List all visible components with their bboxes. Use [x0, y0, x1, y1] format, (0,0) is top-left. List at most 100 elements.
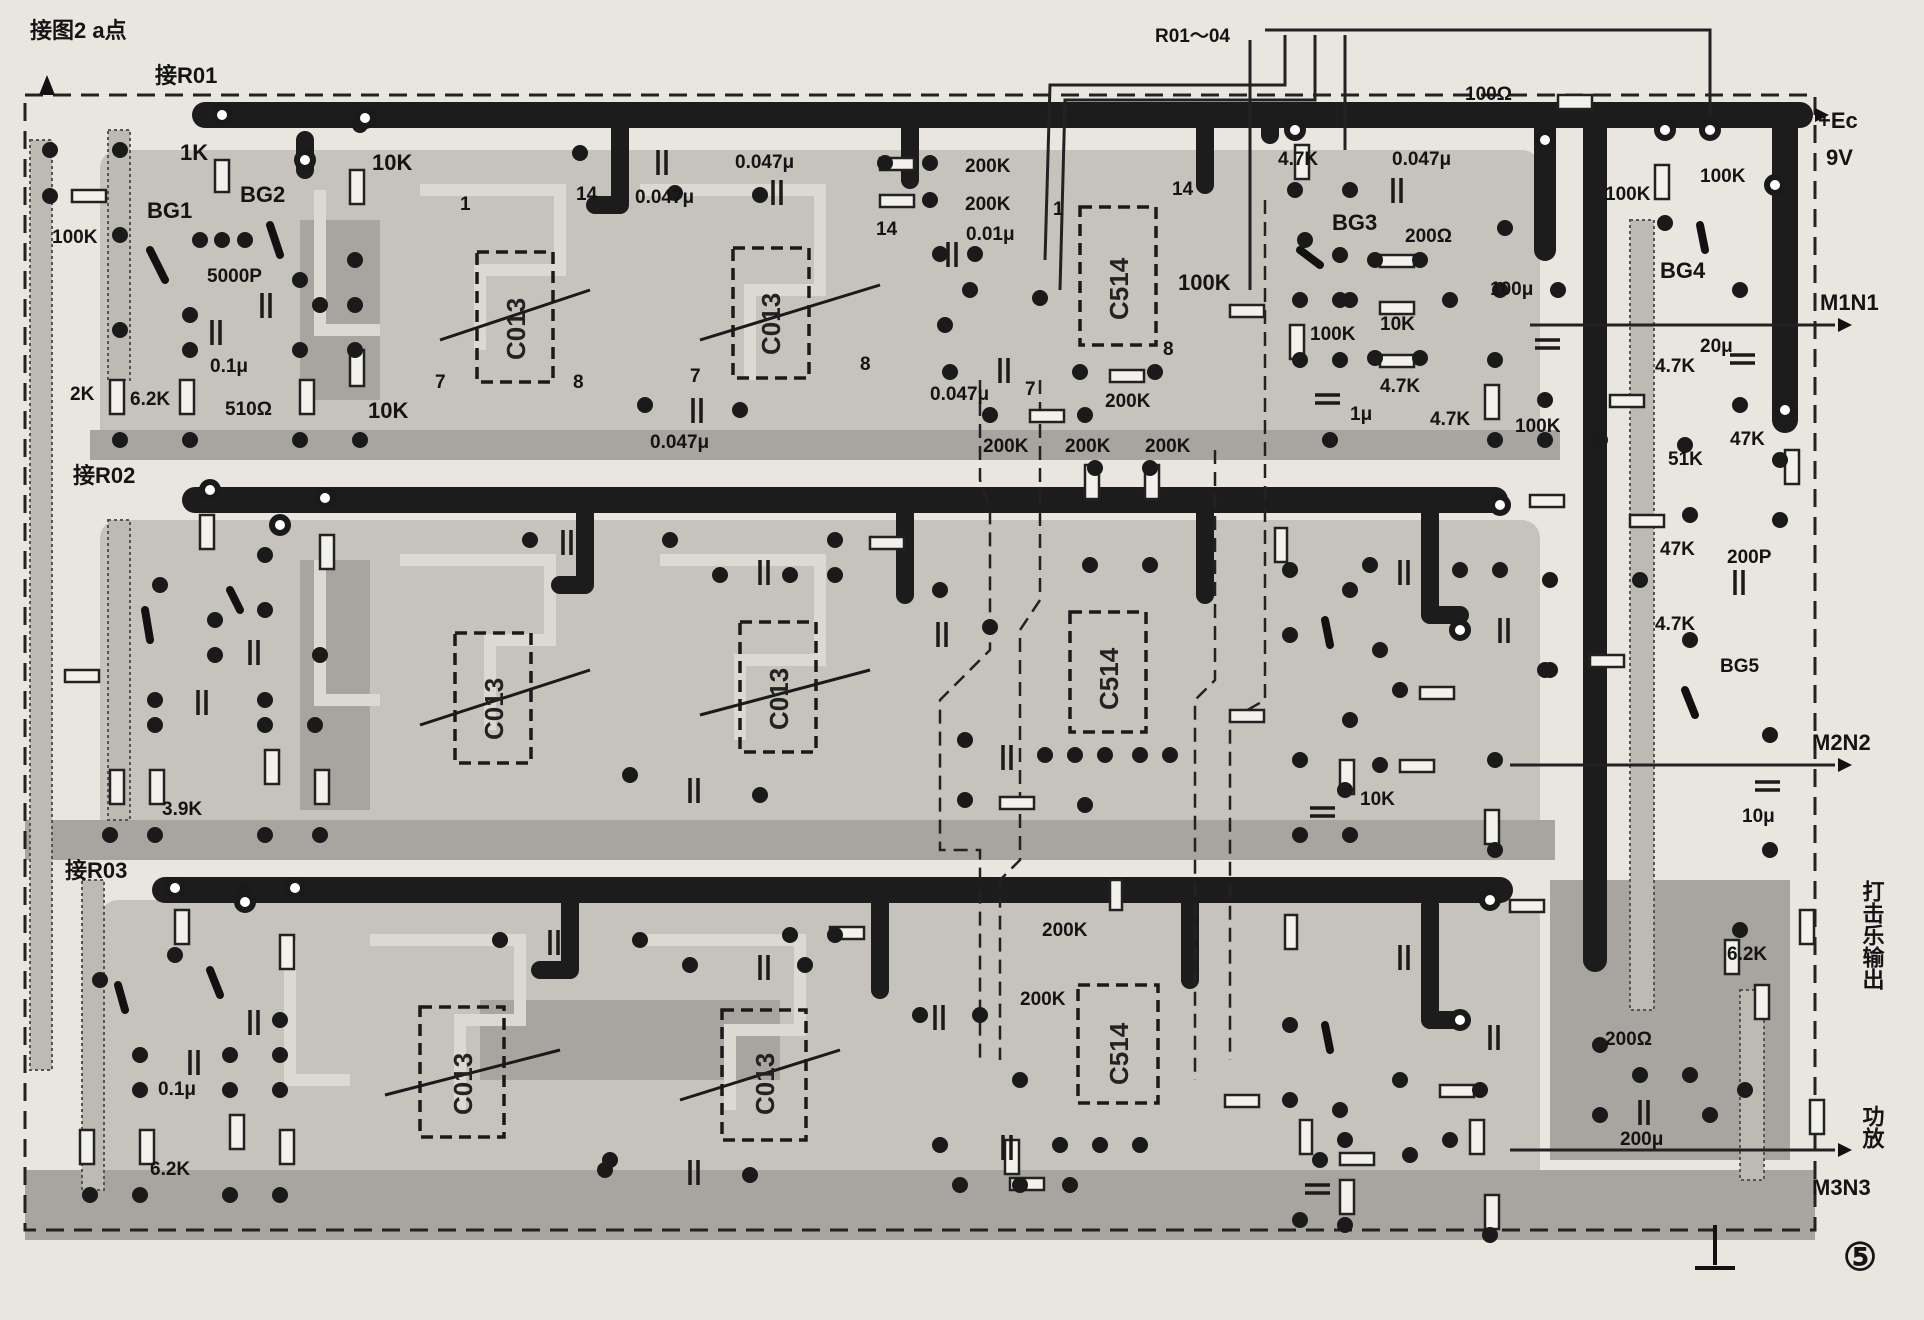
- label-47k-f: 47K: [1660, 539, 1695, 560]
- label-10k-c: 10K: [1380, 314, 1415, 335]
- ic-label-row2-a: C013: [479, 678, 509, 740]
- dashed-wires: [938, 200, 1267, 1080]
- copper-pour-light: [100, 150, 1540, 1200]
- label-51k: 51K: [1668, 449, 1703, 470]
- label-20u: 20μ: [1700, 336, 1733, 357]
- ic-box-row1-b: [731, 246, 811, 380]
- pin-8c: 8: [1163, 339, 1174, 360]
- label-200k-f: 200K: [1145, 436, 1191, 457]
- transistor-bg4: [1696, 221, 1709, 254]
- ic-box-row1-c: [1078, 205, 1158, 347]
- pin-14c: 14: [1172, 179, 1194, 200]
- label-0-1u-a: 0.1μ: [210, 356, 248, 377]
- label-100k-e: 100K: [1605, 184, 1651, 205]
- label-0047-e: 0.047μ: [1392, 149, 1451, 170]
- label-100k-c: 100K: [1310, 324, 1356, 345]
- label-200k-h: 200K: [1020, 989, 1066, 1010]
- label-out2: M2N2: [1812, 730, 1871, 755]
- label-100r: 100Ω: [1465, 84, 1512, 105]
- label-4-7k-c: 4.7K: [1430, 409, 1470, 430]
- component-labels: 1K 10K 100K 5000P 0.1μ 2K 6.2K 510Ω 10K …: [52, 84, 1775, 1180]
- label-bg5: BG5: [1720, 656, 1760, 677]
- pin-labels: 1 7 8 7 8 14 14 1 7 8 14: [435, 179, 1194, 400]
- label-supply-plus: +Ec: [1818, 108, 1858, 133]
- connection-labels: 接图2 a点 接R01 接R02 接R03 R01～04 +Ec 9V M1N1…: [30, 18, 1886, 1200]
- capacitors: [188, 150, 1780, 1195]
- label-percussion-out: 打击乐输出: [1860, 880, 1885, 990]
- label-10k-b: 10K: [368, 398, 408, 423]
- label-supply-volt: 9V: [1826, 145, 1853, 170]
- solder-pads: [42, 117, 1788, 1243]
- label-200p: 200P: [1727, 547, 1772, 568]
- ic-label-row1-c: C514: [1104, 257, 1134, 320]
- pin-14a: 14: [576, 184, 598, 205]
- ic-boxes: [418, 205, 1160, 1142]
- label-10k-a: 10K: [372, 150, 412, 175]
- label-r01-04: R01～04: [1155, 26, 1230, 47]
- label-bg4: BG4: [1660, 258, 1706, 283]
- label-5000p: 5000P: [207, 266, 262, 287]
- transistor-bg3: [1296, 246, 1324, 269]
- label-100k-f: 100K: [1700, 166, 1746, 187]
- label-fig2-point-a: 接图2 a点: [30, 18, 127, 43]
- label-bg1: BG1: [147, 198, 192, 223]
- black-bus-traces: [152, 102, 1813, 1029]
- pin-8a: 8: [573, 372, 584, 393]
- label-100k-b: 100K: [1178, 270, 1231, 295]
- label-510: 510Ω: [225, 399, 272, 420]
- label-10u: 10μ: [1742, 806, 1775, 827]
- ic-label-row2-b: C013: [764, 668, 794, 730]
- control-wires: [1043, 28, 1835, 1152]
- transistors: [114, 221, 1709, 1054]
- figure-number: ⑤: [1843, 1237, 1877, 1279]
- label-0047-d: 0.047μ: [930, 384, 989, 405]
- label-200k-g: 200K: [1042, 920, 1088, 941]
- ic-box-row2-b: [738, 620, 818, 754]
- label-200r-a: 200Ω: [1405, 226, 1452, 247]
- label-r01: 接R01: [155, 63, 217, 88]
- ground-symbol: [1695, 1225, 1735, 1270]
- label-6-2k-a: 6.2K: [130, 389, 170, 410]
- label-200u: 200μ: [1620, 1129, 1663, 1150]
- label-100k-a: 100K: [52, 227, 98, 248]
- ic-label-row1-a: C013: [501, 298, 531, 360]
- label-47k-e: 47K: [1730, 429, 1765, 450]
- label-6-2k-c: 6.2K: [1727, 944, 1767, 965]
- label-2k: 2K: [70, 384, 95, 405]
- output-arrows: [39, 75, 1852, 1157]
- label-1k: 1K: [180, 140, 208, 165]
- label-200k-d: 200K: [983, 436, 1029, 457]
- label-4-7k-d: 4.7K: [1655, 356, 1695, 377]
- ic-label-row1-b: C013: [756, 293, 786, 355]
- label-0-1u-b: 0.1μ: [158, 1079, 196, 1100]
- label-0047-b: 0.047μ: [635, 187, 694, 208]
- resistors: [63, 93, 1826, 1231]
- label-200k-c: 200K: [1105, 391, 1151, 412]
- ic-label-row3-a: C013: [448, 1053, 478, 1115]
- pin-7c: 7: [1025, 379, 1036, 400]
- label-200k-a: 200K: [965, 156, 1011, 177]
- pin-7a: 7: [435, 372, 446, 393]
- shielded-wires: [29, 129, 1765, 1191]
- pin-1: 1: [460, 194, 471, 215]
- ic-box-row3-c: [1076, 983, 1160, 1105]
- ic-label-row2-c: C514: [1094, 647, 1124, 710]
- pin-8b: 8: [860, 354, 871, 375]
- label-bg2: BG2: [240, 182, 285, 207]
- label-3-9k: 3.9K: [162, 799, 202, 820]
- ic-box-row1-a: [475, 250, 555, 384]
- ic-box-row2-a: [453, 631, 533, 765]
- label-1u: 1μ: [1350, 404, 1372, 425]
- label-200k-b: 200K: [965, 194, 1011, 215]
- label-6-2k-b: 6.2K: [150, 1159, 190, 1180]
- ic-labels: C013 C013 C514 C013 C013 C514 C013 C013 …: [448, 257, 1134, 1115]
- ring-pads: [164, 104, 1796, 1031]
- board-outline: [23, 93, 1817, 1232]
- ic-box-row2-c: [1068, 610, 1148, 734]
- pin-1b: 1: [1053, 199, 1064, 220]
- label-200r-b: 200Ω: [1605, 1029, 1652, 1050]
- label-r02: 接R02: [73, 463, 135, 488]
- transistor-bg5: [1681, 686, 1699, 719]
